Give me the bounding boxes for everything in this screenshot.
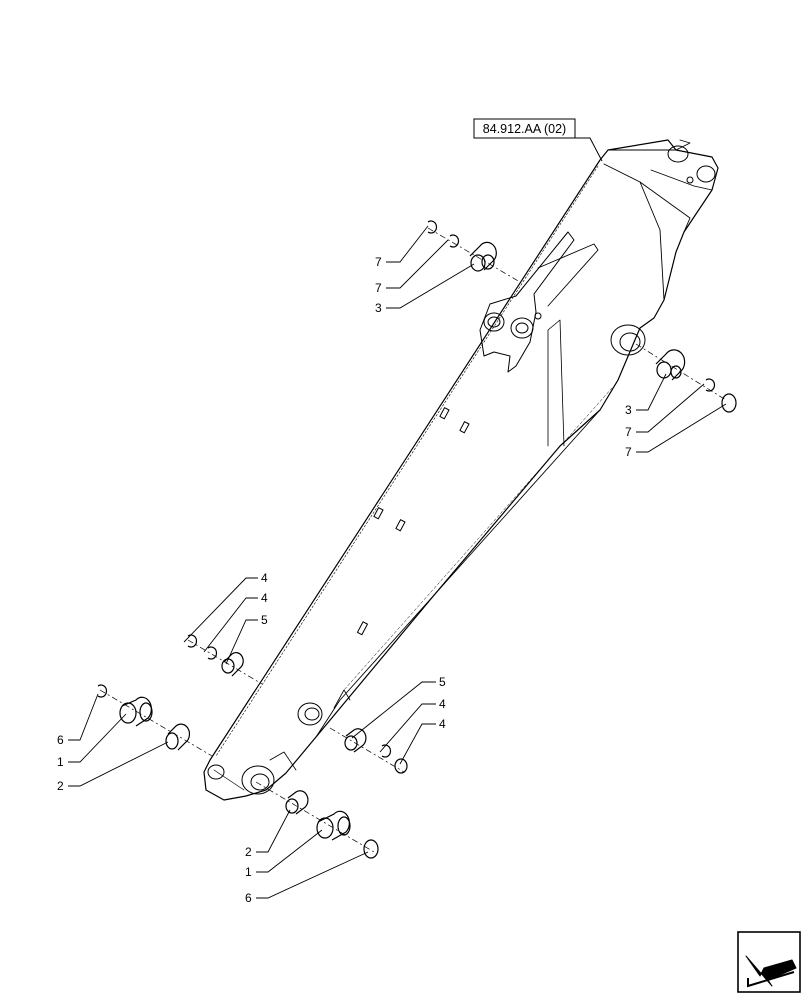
assembly-axes — [99, 227, 727, 853]
snap-ring — [97, 684, 108, 698]
callout-4: 4 — [439, 697, 446, 711]
callout-5: 5 — [261, 613, 268, 627]
boom-arm — [203, 139, 719, 801]
spacer — [285, 790, 309, 815]
callout-3: 3 — [625, 403, 632, 417]
flanged-bushing — [316, 810, 351, 841]
callout-6: 6 — [245, 891, 252, 905]
spacer — [165, 723, 191, 751]
snap-ring — [449, 234, 460, 248]
callout-7: 7 — [375, 281, 382, 295]
o-ring — [721, 393, 737, 413]
spacer — [221, 651, 244, 677]
snap-ring — [705, 378, 716, 392]
bushing — [655, 349, 686, 381]
snap-ring — [381, 744, 392, 758]
callout-7: 7 — [625, 445, 632, 459]
reference-label: 84.912.AA (02) — [483, 122, 566, 136]
callout-3: 3 — [375, 301, 382, 315]
callout-7: 7 — [375, 255, 382, 269]
snap-ring — [427, 220, 438, 234]
callout-2: 2 — [57, 779, 64, 793]
reference-callout[interactable]: 84.912.AA (02) — [473, 118, 603, 162]
callout-4: 4 — [261, 571, 268, 585]
o-ring — [394, 758, 408, 774]
callout-2: 2 — [245, 845, 252, 859]
callout-4: 4 — [261, 591, 268, 605]
callout-5: 5 — [439, 675, 446, 689]
arrow-icon[interactable] — [737, 931, 801, 993]
parts — [97, 220, 737, 859]
callout-6: 6 — [57, 733, 64, 747]
spacer — [344, 728, 367, 753]
o-ring — [363, 839, 379, 859]
callout-7: 7 — [625, 425, 632, 439]
flanged-bushing — [119, 696, 153, 727]
callout-4: 4 — [439, 717, 446, 731]
leader-lines — [68, 225, 727, 899]
bushing — [469, 241, 497, 272]
snap-ring — [207, 646, 218, 660]
callout-1: 1 — [57, 755, 64, 769]
callout-1: 1 — [245, 865, 252, 879]
callout-labels: 7 7 3 3 7 7 4 4 5 6 1 2 5 4 4 2 1 6 — [57, 255, 632, 905]
